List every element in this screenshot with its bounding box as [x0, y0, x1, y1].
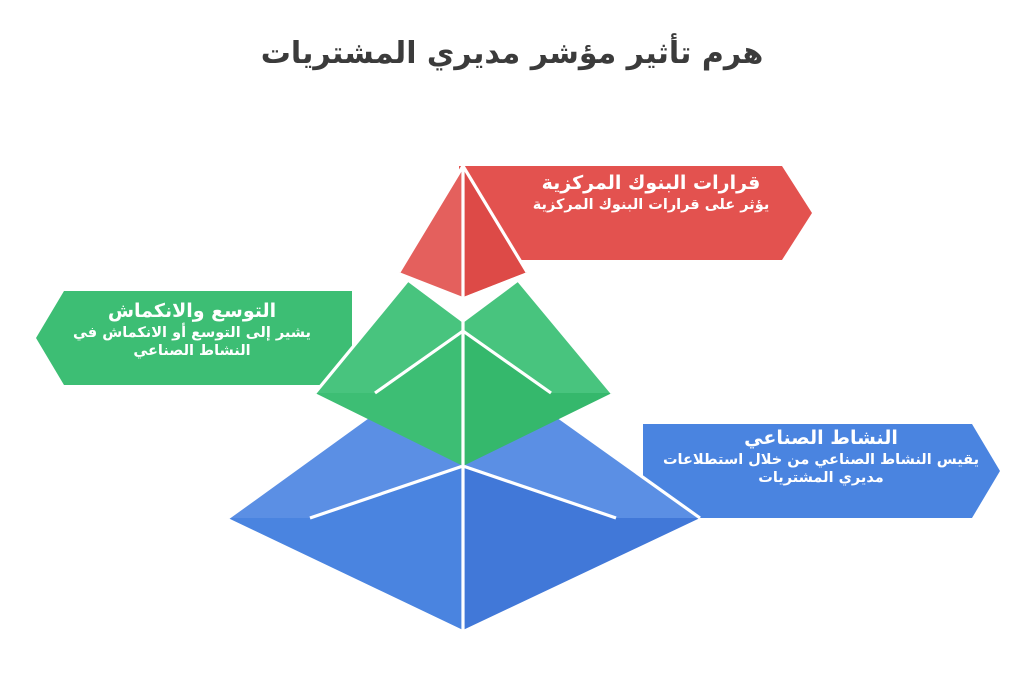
pyramid-level-central-bank-decisions[interactable] [397, 164, 529, 331]
banner-central-bank-decisions[interactable] [459, 166, 812, 260]
page-title: هرم تأثير مؤشر مديري المشتريات [260, 36, 764, 71]
banner-shape-red [459, 166, 812, 260]
banner-shape-blue [643, 424, 1000, 518]
green-left-face [315, 331, 463, 466]
banner-shape-green [36, 291, 352, 385]
green-right-face [463, 331, 612, 466]
banner-industrial-activity[interactable] [643, 424, 1000, 518]
blue-right-face [463, 466, 700, 630]
blue-left-face [228, 466, 463, 630]
red-right-face [463, 166, 527, 297]
pyramid-level-expansion-contraction[interactable] [313, 278, 614, 466]
green-top-collar [315, 280, 612, 393]
banner-expansion-contraction[interactable] [36, 291, 352, 385]
red-edge-highlights [397, 164, 529, 331]
